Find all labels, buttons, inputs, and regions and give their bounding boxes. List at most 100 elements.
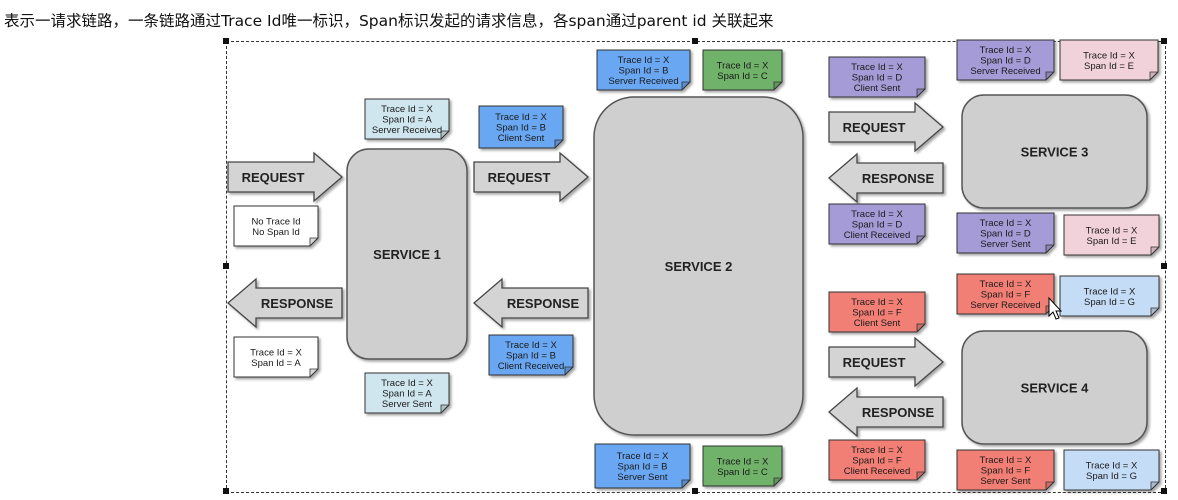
note-line: Span Id = D	[852, 73, 903, 84]
note-line: Span Id = F	[981, 290, 1031, 301]
note-line: Trace Id = X	[851, 297, 903, 308]
note-line: Trace Id = X	[618, 55, 670, 66]
note-line: Trace Id = X	[1086, 225, 1138, 236]
note-line: Server Sent	[617, 472, 668, 483]
note-line: Trace Id = X	[980, 218, 1032, 229]
arrow-label: REQUEST	[488, 170, 551, 185]
selection-handle-top-middle[interactable]	[692, 38, 698, 44]
note-line: Trace Id = X	[980, 279, 1032, 290]
selection-handle-top-left[interactable]	[223, 38, 229, 44]
arrows-layer: REQUEST RESPONSE REQUEST RESPONSE REQUEST RES…	[227, 101, 944, 438]
selection-handle-top-right[interactable]	[1161, 38, 1167, 44]
response-arrow: RESPONSE	[227, 277, 343, 329]
selection-handle-bottom-right[interactable]	[1161, 488, 1167, 494]
mouse-cursor-icon	[1048, 296, 1063, 320]
service-label: SERVICE 3	[1021, 145, 1089, 160]
note-line: Span Id = A	[382, 389, 432, 400]
page-caption: 表示一请求链路，一条链路通过Trace Id唯一标识，Span标识发起的请求信息…	[4, 12, 774, 30]
response-arrow: RESPONSE	[828, 386, 944, 438]
note-line: Span Id = D	[852, 220, 903, 231]
arrow-label: RESPONSE	[862, 171, 935, 186]
note-line: Trace Id = X	[1084, 286, 1136, 297]
note-line: Trace Id = X	[851, 209, 903, 220]
note-line: Span Id = E	[1084, 61, 1134, 72]
note-line: Span Id = C	[717, 467, 768, 478]
request-arrow: REQUEST	[473, 151, 589, 203]
request-arrow: REQUEST	[227, 151, 343, 203]
note-line: Span Id = B	[619, 66, 669, 77]
request-arrow: REQUEST	[828, 101, 944, 153]
note-line: Trace Id = X	[980, 455, 1032, 466]
note-line: Span Id = G	[1086, 471, 1137, 482]
note-line: Client Received	[844, 230, 911, 241]
note-line: Span Id = E	[1087, 236, 1137, 247]
service-label: SERVICE 1	[373, 247, 441, 262]
note-line: Span Id = B	[618, 462, 668, 473]
note-line: Span Id = D	[980, 56, 1031, 67]
note-line: Span Id = B	[506, 351, 556, 362]
note-line: Trace Id = X	[851, 62, 903, 73]
note-line: Server Received	[970, 66, 1040, 77]
selection-handle-bottom-left[interactable]	[223, 488, 229, 494]
note-line: No Trace Id	[251, 216, 300, 227]
note-line: Span Id = F	[981, 466, 1031, 477]
arrow-label: RESPONSE	[261, 296, 334, 311]
service-3-box: SERVICE 3	[961, 94, 1148, 209]
note-line: Client Received	[844, 466, 911, 477]
note-line: Trace Id = X	[381, 378, 433, 389]
note-line: Trace Id = X	[381, 104, 433, 115]
arrow-label: RESPONSE	[507, 296, 580, 311]
note-line: No Span Id	[252, 227, 300, 238]
note-line: Trace Id = X	[851, 445, 903, 456]
selection-handle-bottom-middle[interactable]	[692, 488, 698, 494]
arrow-label: REQUEST	[843, 355, 906, 370]
note-line: Trace Id = X	[717, 60, 769, 71]
response-arrow: RESPONSE	[473, 277, 589, 329]
note-line: Span Id = G	[1084, 297, 1135, 308]
note-line: Span Id = A	[382, 115, 432, 126]
service-2-box: SERVICE 2	[593, 96, 804, 436]
note-line: Client Sent	[498, 133, 545, 144]
selection-handle-middle-left[interactable]	[223, 263, 229, 269]
service-1-box: SERVICE 1	[346, 148, 468, 360]
note-line: Trace Id = X	[617, 451, 669, 462]
note-line: Span Id = F	[852, 456, 902, 467]
service-label: SERVICE 2	[665, 259, 733, 274]
note-line: Server Sent	[382, 399, 433, 410]
note-line: Span Id = D	[980, 229, 1031, 240]
arrow-label: REQUEST	[843, 120, 906, 135]
note-line: Trace Id = X	[717, 456, 769, 467]
note-line: Span Id = C	[717, 71, 768, 82]
note-line: Server Received	[372, 125, 442, 136]
note-line: Trace Id = X	[495, 112, 547, 123]
note-line: Client Sent	[854, 318, 901, 329]
selection-handle-middle-right[interactable]	[1161, 263, 1167, 269]
arrow-label: RESPONSE	[862, 405, 935, 420]
note-line: Server Received	[970, 300, 1040, 311]
note-line: Span Id = B	[496, 123, 546, 134]
note-line: Span Id = A	[251, 358, 301, 369]
note-line: Client Received	[498, 361, 565, 372]
response-arrow: RESPONSE	[828, 152, 944, 204]
note-line: Trace Id = X	[505, 340, 557, 351]
